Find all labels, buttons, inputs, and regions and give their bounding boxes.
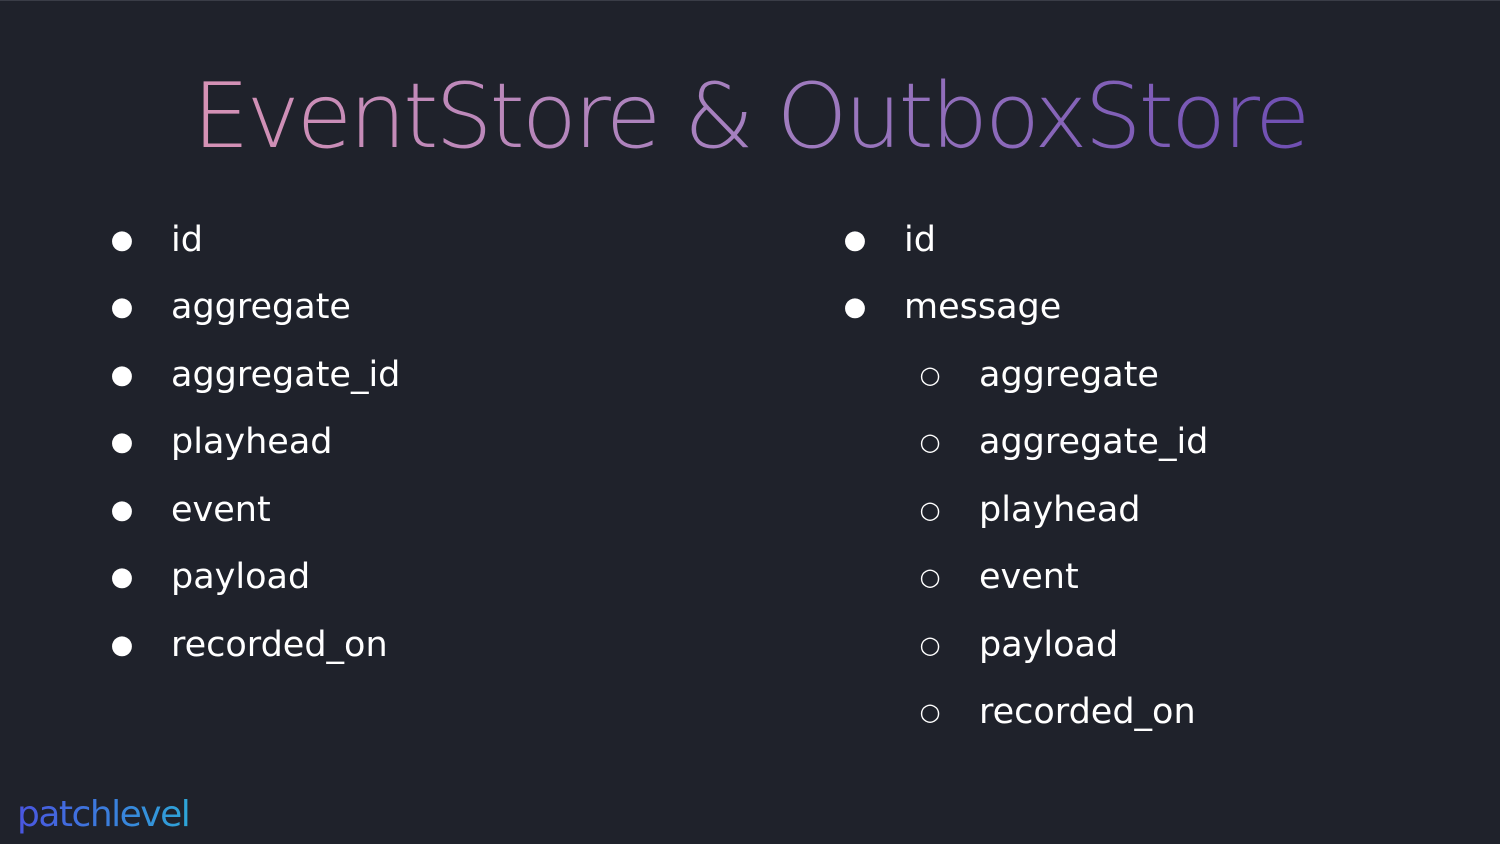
hollow-bullet-icon: ○ bbox=[919, 495, 941, 524]
list-item: ● id bbox=[108, 206, 758, 274]
filled-bullet-icon: ● bbox=[110, 562, 134, 593]
hollow-bullet-icon: ○ bbox=[919, 630, 941, 659]
sub-list-item: ○ recorded_on bbox=[841, 679, 1441, 747]
list-item: ● payload bbox=[108, 544, 758, 612]
sub-list-item: ○ payload bbox=[841, 611, 1441, 679]
list-item-label: payload bbox=[171, 557, 311, 598]
hollow-bullet-icon: ○ bbox=[919, 698, 941, 727]
list-item-label: event bbox=[171, 489, 271, 530]
sub-list-item: ○ event bbox=[841, 544, 1441, 612]
sub-list-item: ○ playhead bbox=[841, 476, 1441, 544]
outbox-store-field-list: ● id ● message ○ aggregate ○ aggregate_i… bbox=[841, 206, 1441, 746]
list-item: ● message bbox=[841, 274, 1441, 342]
list-item-label: recorded_on bbox=[171, 624, 388, 665]
list-item: ● event bbox=[108, 476, 758, 544]
patchlevel-logo: patchlevel bbox=[17, 792, 191, 838]
hollow-bullet-icon: ○ bbox=[919, 563, 941, 592]
filled-bullet-icon: ● bbox=[843, 292, 867, 323]
filled-bullet-icon: ● bbox=[843, 224, 867, 255]
sub-list-item: ○ aggregate bbox=[841, 341, 1441, 409]
sub-list-item-label: recorded_on bbox=[979, 692, 1196, 733]
sub-list-item-label: event bbox=[979, 557, 1079, 598]
hollow-bullet-icon: ○ bbox=[919, 428, 941, 457]
list-item-label: aggregate bbox=[171, 287, 351, 328]
list-item: ● id bbox=[841, 206, 1441, 274]
list-item: ● aggregate bbox=[108, 274, 758, 342]
list-item-label: aggregate_id bbox=[171, 354, 401, 395]
filled-bullet-icon: ● bbox=[110, 224, 134, 255]
sub-list-item-label: payload bbox=[979, 624, 1119, 665]
slide-title-text: EventStore & OutboxStore bbox=[192, 64, 1311, 169]
hollow-bullet-icon: ○ bbox=[919, 360, 941, 389]
slide-title: EventStore & OutboxStore bbox=[0, 62, 1500, 172]
list-item-label: message bbox=[904, 287, 1062, 328]
list-item: ● aggregate_id bbox=[108, 341, 758, 409]
filled-bullet-icon: ● bbox=[110, 629, 134, 660]
filled-bullet-icon: ● bbox=[110, 494, 134, 525]
list-item-label: id bbox=[171, 219, 203, 260]
list-item-label: playhead bbox=[171, 422, 333, 463]
logo-text: patchlevel bbox=[17, 794, 191, 835]
filled-bullet-icon: ● bbox=[110, 359, 134, 390]
sub-list-item-label: playhead bbox=[979, 489, 1141, 530]
list-item: ● playhead bbox=[108, 409, 758, 477]
sub-list-item-label: aggregate bbox=[979, 354, 1159, 395]
list-item-label: id bbox=[904, 219, 936, 260]
filled-bullet-icon: ● bbox=[110, 292, 134, 323]
sub-list-item-label: aggregate_id bbox=[979, 422, 1209, 463]
top-divider bbox=[0, 0, 1500, 1]
event-store-field-list: ● id ● aggregate ● aggregate_id ● playhe… bbox=[108, 206, 758, 679]
filled-bullet-icon: ● bbox=[110, 427, 134, 458]
sub-list-item: ○ aggregate_id bbox=[841, 409, 1441, 477]
list-item: ● recorded_on bbox=[108, 611, 758, 679]
